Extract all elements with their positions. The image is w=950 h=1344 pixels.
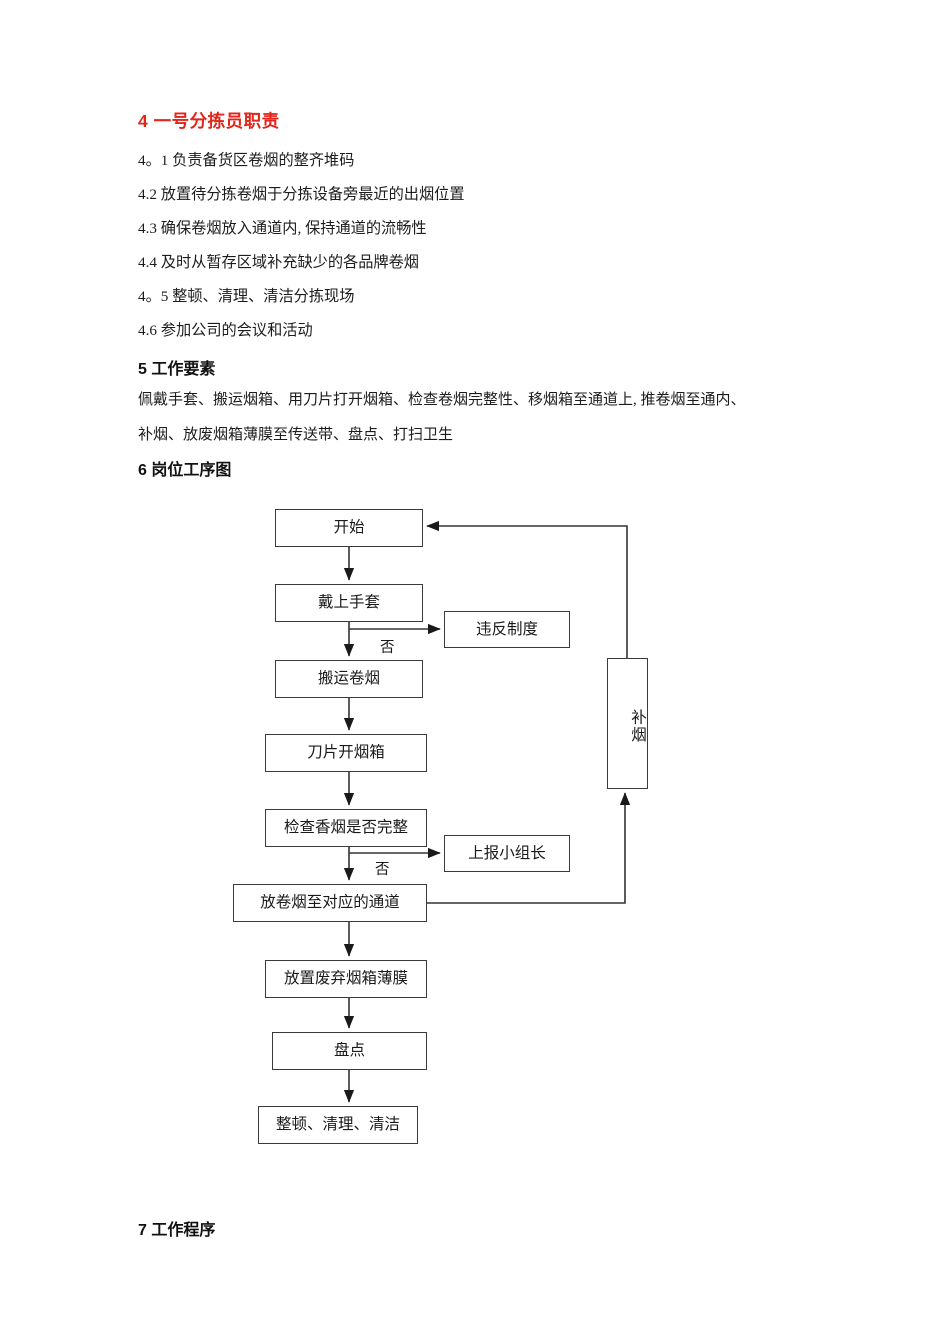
flow-node-carry-cigarettes: 搬运卷烟 [275, 660, 423, 698]
duty-item-4-1: 4。1 负责备货区卷烟的整齐堆码 [138, 152, 355, 169]
duty-item-4-3: 4.3 确保卷烟放入通道内, 保持通道的流畅性 [138, 220, 427, 237]
work-elements-line-2: 补烟、放废烟箱薄膜至传送带、盘点、打扫卫生 [138, 427, 454, 443]
heading-section-5: 5 工作要素 [138, 361, 216, 378]
duty-item-4-2: 4.2 放置待分拣卷烟于分拣设备旁最近的出烟位置 [138, 186, 465, 203]
flow-node-violation: 违反制度 [444, 611, 570, 648]
flow-node-open-box: 刀片开烟箱 [265, 734, 427, 772]
flow-node-start: 开始 [275, 509, 423, 547]
document-body: 4 一号分拣员职责 4。1 负责备货区卷烟的整齐堆码 4.2 放置待分拣卷烟于分… [138, 108, 838, 484]
heading-section-7: 7 工作程序 [138, 1222, 216, 1240]
work-elements-line-1: 佩戴手套、搬运烟箱、用刀片打开烟箱、检查卷烟完整性、移烟箱至通道上, 推卷烟至通… [138, 392, 746, 408]
duty-item-4-5: 4。5 整顿、清理、清洁分拣现场 [138, 288, 355, 305]
branch-label-no-integrity: 否 [375, 862, 390, 878]
flow-node-inventory: 盘点 [272, 1032, 427, 1070]
heading-section-4: 4 一号分拣员职责 [138, 111, 280, 131]
flow-node-discard-film: 放置废弃烟箱薄膜 [265, 960, 427, 998]
duty-item-4-4: 4.4 及时从暂存区域补充缺少的各品牌卷烟 [138, 254, 419, 271]
flow-node-refill: 补烟 [607, 658, 648, 789]
flow-node-report-leader: 上报小组长 [444, 835, 570, 872]
flow-node-wear-gloves: 戴上手套 [275, 584, 423, 622]
flow-node-check-integrity: 检查香烟是否完整 [265, 809, 427, 847]
duty-item-4-6: 4.6 参加公司的会议和活动 [138, 322, 313, 339]
heading-section-6: 6 岗位工序图 [138, 462, 232, 479]
branch-label-no-gloves: 否 [380, 640, 395, 656]
flow-node-place-channel: 放卷烟至对应的通道 [233, 884, 427, 922]
flow-node-cleanup: 整顿、清理、清洁 [258, 1106, 418, 1144]
